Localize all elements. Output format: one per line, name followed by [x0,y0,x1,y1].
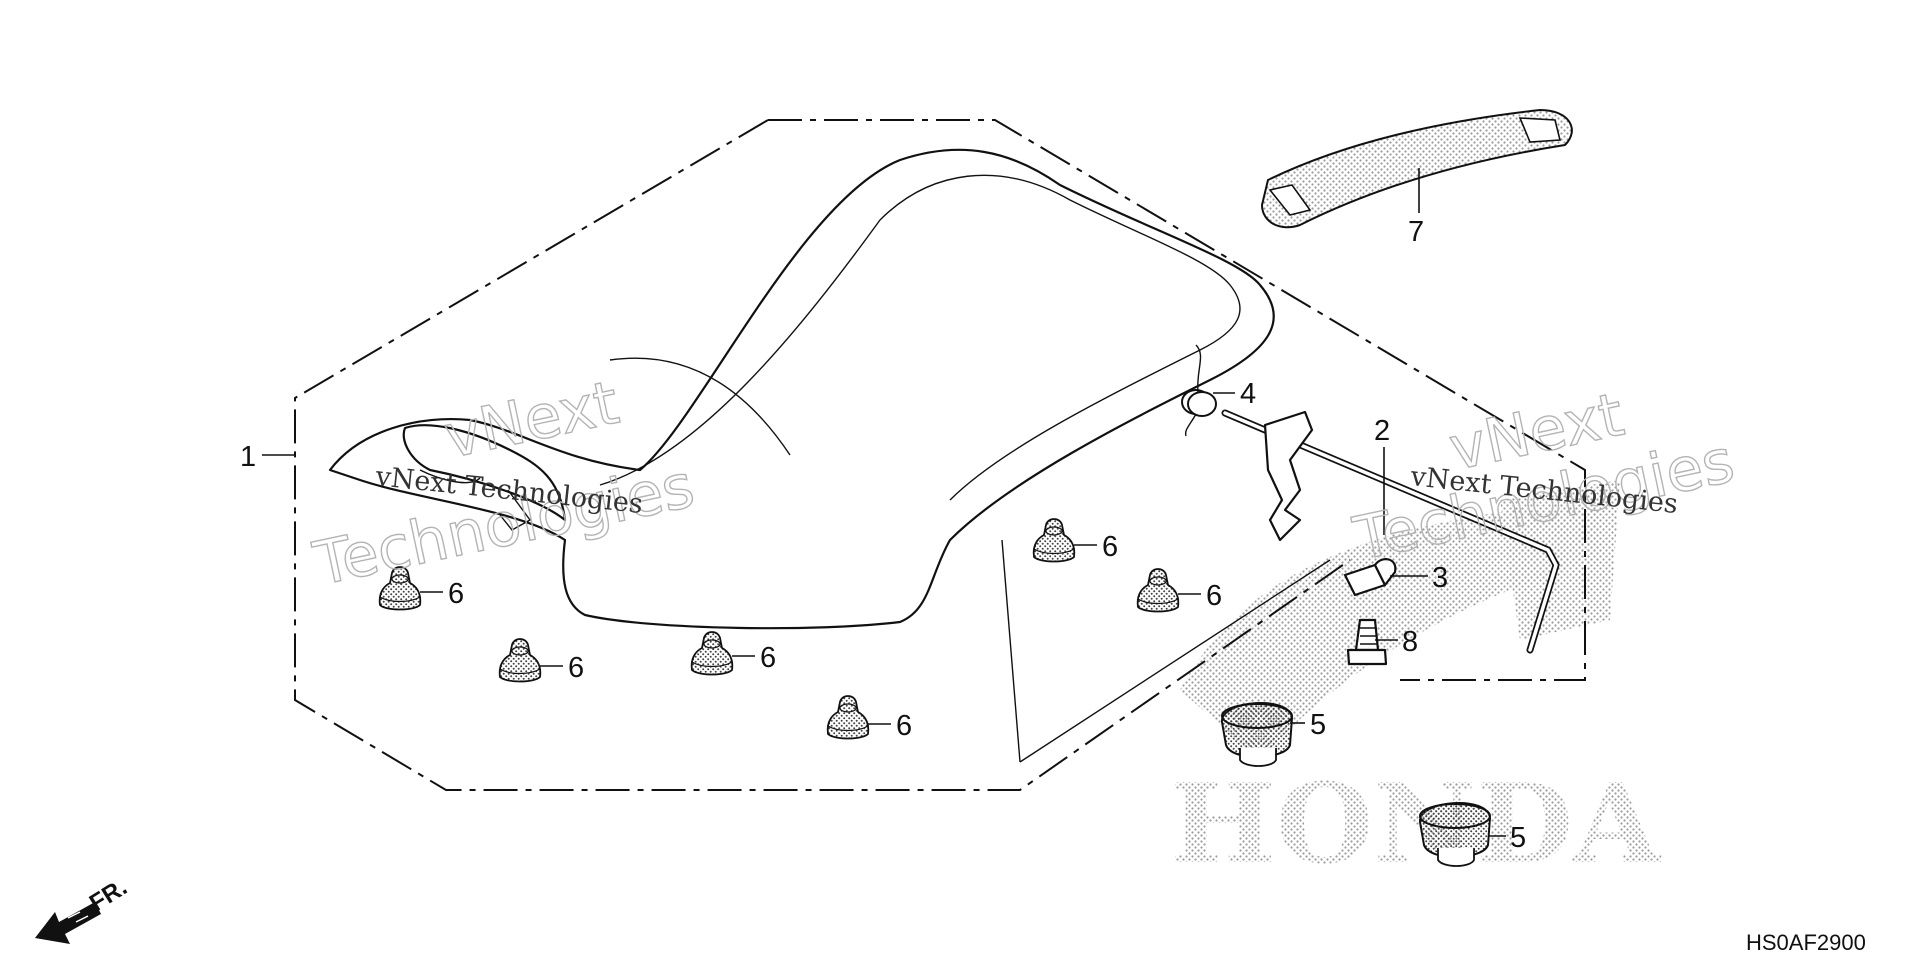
rubber-grommet-c [690,631,734,676]
boundary-inner-line [1019,559,1331,763]
callout-spring: 4 [1240,378,1256,410]
cushion-large-a [1220,701,1294,767]
honda-wordmark: HONDA [1170,759,1662,888]
leader-lines [262,168,1506,837]
callout-cushion-large-b: 5 [1510,822,1526,854]
rubber-grommet-f [1136,568,1180,613]
honda-watermark: HONDA [1170,480,1662,888]
callout-rod-clip: 3 [1432,562,1448,594]
diagram-code: HS0AF2900 [1746,930,1866,955]
callout-rubber-a: 6 [448,578,464,610]
callout-latch-rod: 2 [1374,415,1390,447]
callout-bolt: 8 [1402,626,1418,658]
latch-rod [1221,409,1560,654]
seat-assembly [328,148,1275,630]
rod-clip [1343,558,1397,597]
seat-strap [1260,108,1573,229]
boundary-inner-line-2 [1001,539,1021,763]
front-arrow-icon [35,902,101,944]
assembly-boundary-left [294,119,1351,791]
rubber-grommet-e [1032,518,1076,563]
bolt [1346,618,1388,666]
rubber-grommet-d [826,695,870,740]
callout-seat: 1 [240,441,256,473]
callout-rubber-f: 6 [1206,580,1222,612]
callout-cushion-large-a: 5 [1310,709,1326,741]
callout-strap: 7 [1408,216,1424,248]
callout-rubber-d: 6 [896,710,912,742]
rubber-grommet-b [498,638,542,683]
cushion-large-b [1418,801,1492,867]
callout-rubber-e: 6 [1102,531,1118,563]
torsion-spring [1181,344,1217,437]
callout-rubber-b: 6 [568,652,584,684]
callout-rubber-c: 6 [760,642,776,674]
assembly-boundary [768,119,1586,681]
